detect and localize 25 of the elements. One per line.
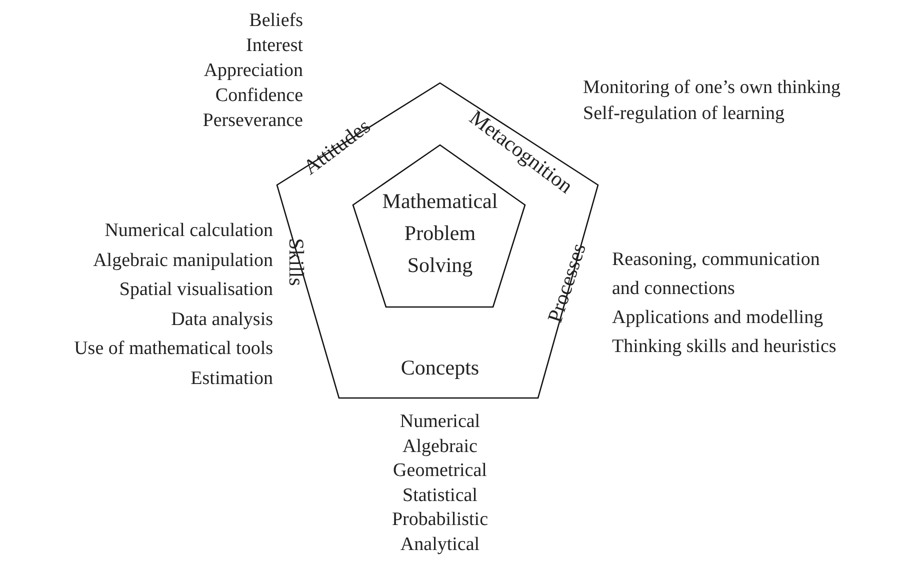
list-item: Algebraic <box>402 434 478 458</box>
list-item: Geometrical <box>393 459 487 483</box>
list-item: Numerical <box>400 410 480 434</box>
side-label: Skills <box>286 238 306 286</box>
list-item: Appreciation <box>204 59 303 83</box>
list-item: Numerical calculation <box>104 219 273 243</box>
list-item: Confidence <box>215 84 303 108</box>
list-item: Analytical <box>400 532 480 556</box>
list-item: Spatial visualisation <box>119 278 273 302</box>
list-item: Self-regulation of learning <box>583 102 785 126</box>
list-item: Beliefs <box>249 9 303 33</box>
list-item: Data analysis <box>171 308 273 332</box>
list-item: Perseverance <box>202 109 303 133</box>
center-title: Mathematical Problem Solving <box>381 189 498 279</box>
list-item: Monitoring of one’s own thinking <box>583 76 841 100</box>
list-item: Probabilistic <box>392 508 488 532</box>
list-item: Reasoning, communication and connections <box>612 248 821 301</box>
list-item: Estimation <box>190 366 273 390</box>
list-item: Statistical <box>402 484 478 508</box>
list-item: Use of mathematical tools <box>74 337 273 361</box>
list-item: Algebraic manipulation <box>93 248 273 272</box>
side-label: Concepts <box>400 358 480 378</box>
list-item: Applications and modelling <box>612 306 824 330</box>
list-item: Interest <box>246 34 303 58</box>
list-item: Thinking skills and heuristics <box>612 335 836 359</box>
